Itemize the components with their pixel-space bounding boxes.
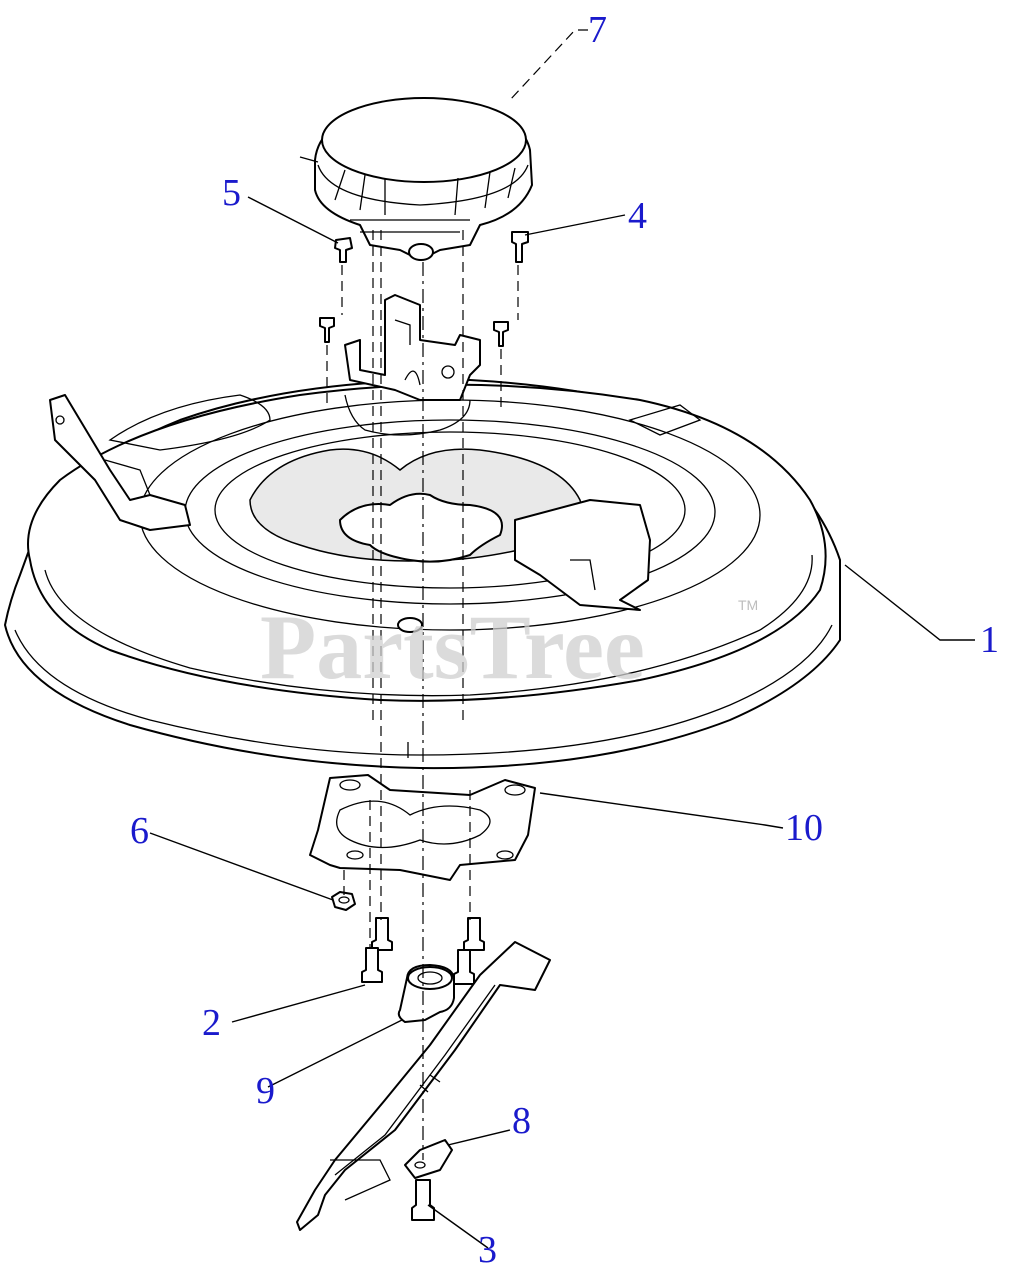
callout-6[interactable]: 6 — [130, 810, 149, 852]
blade-hub[interactable] — [397, 964, 455, 1023]
nut-6[interactable] — [331, 891, 356, 911]
bolt-plate-right-lower[interactable] — [453, 949, 475, 985]
assembly-lines — [326, 230, 519, 1160]
callout-1[interactable]: 1 — [980, 619, 999, 661]
bolt-2[interactable] — [361, 947, 383, 983]
callout-4[interactable]: 4 — [628, 195, 647, 237]
bracket-bolt-right[interactable] — [493, 321, 509, 347]
screw-5[interactable] — [334, 237, 353, 263]
callout-3[interactable]: 3 — [478, 1229, 497, 1271]
watermark-trademark: TM — [738, 597, 758, 613]
callout-7[interactable]: 7 — [588, 9, 607, 51]
screw-4[interactable] — [511, 231, 529, 263]
motor[interactable] — [299, 97, 533, 261]
callout-5[interactable]: 5 — [222, 172, 241, 214]
washer-8[interactable] — [404, 1139, 453, 1179]
motor-bracket[interactable] — [344, 294, 481, 436]
leader-lines — [149, 29, 975, 1249]
callout-10[interactable]: 10 — [785, 807, 823, 849]
bolt-plate-right[interactable] — [463, 917, 485, 951]
watermark-text: PartsTree — [260, 596, 645, 698]
callout-2[interactable]: 2 — [202, 1002, 221, 1044]
blade-bolt-3[interactable] — [411, 1179, 435, 1221]
bolt-plate-left[interactable] — [371, 917, 393, 951]
callout-8[interactable]: 8 — [512, 1100, 531, 1142]
adapter-plate[interactable] — [309, 774, 536, 881]
callout-9[interactable]: 9 — [256, 1070, 275, 1112]
mower-deck[interactable] — [4, 378, 841, 770]
bracket-bolt-left[interactable] — [319, 317, 335, 343]
